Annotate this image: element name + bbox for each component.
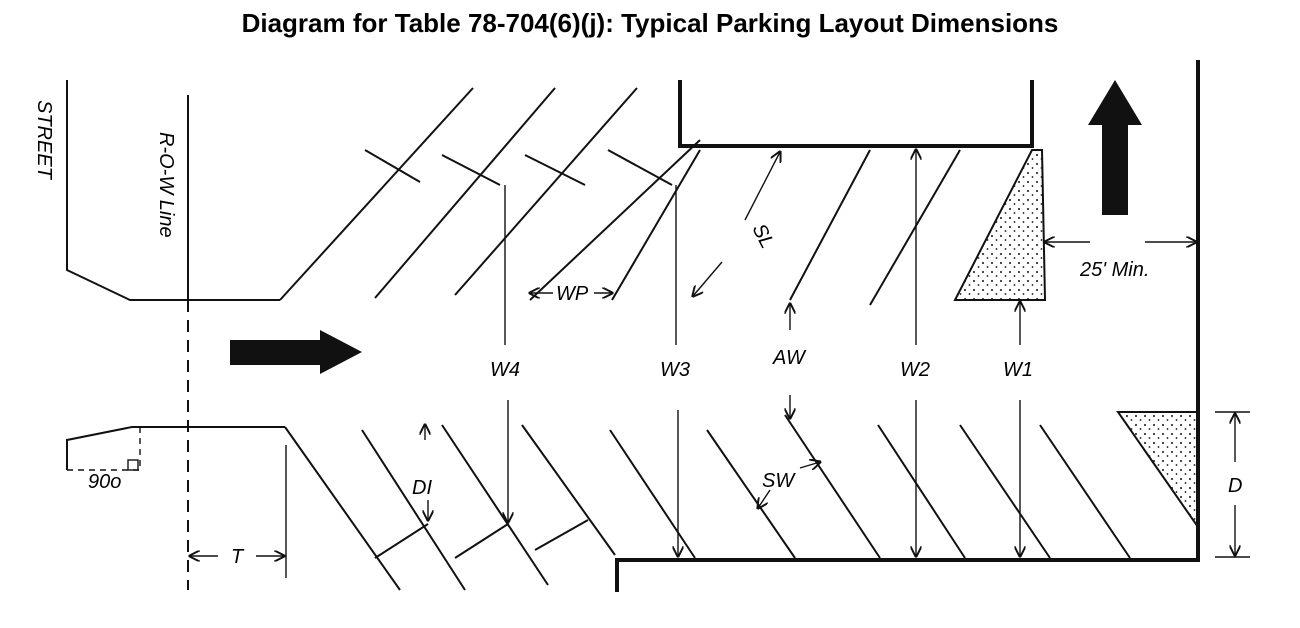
top-left-stalls [279,87,701,301]
label-25-min: 25' Min. [1079,259,1149,281]
label-sw: SW [762,470,796,492]
right-angle-box [127,459,139,471]
label-sl: SL [748,220,779,252]
label-w2: W2 [900,359,930,381]
right-angle-marker [67,427,141,471]
label-aw: AW [772,347,807,369]
label-street: STREET [33,100,55,181]
entry-arrow-icon [230,330,362,374]
street-curb-bottom [66,426,285,470]
label-w1: W1 [1003,359,1033,381]
diagram-title: Diagram for Table 78-704(6)(j): Typical … [241,8,1059,38]
label-row-line: R-O-W Line [155,132,177,238]
label-w3: W3 [660,359,690,381]
bottom-stalls [284,414,1131,591]
label-t: T [231,546,245,568]
label-d: D [1228,475,1242,497]
label-di: DI [412,477,432,499]
label-90-degrees: 90o [88,471,121,493]
dimension-lines [190,150,1250,578]
street-curb-top [66,80,280,301]
label-w4: W4 [490,359,520,381]
building-outline [678,80,1034,148]
top-right-stalls [789,149,961,306]
landscape-island-bottom [1116,411,1199,531]
label-wp: WP [556,283,589,305]
landscape-island-top [953,149,1047,301]
exit-arrow-icon [1088,80,1142,215]
